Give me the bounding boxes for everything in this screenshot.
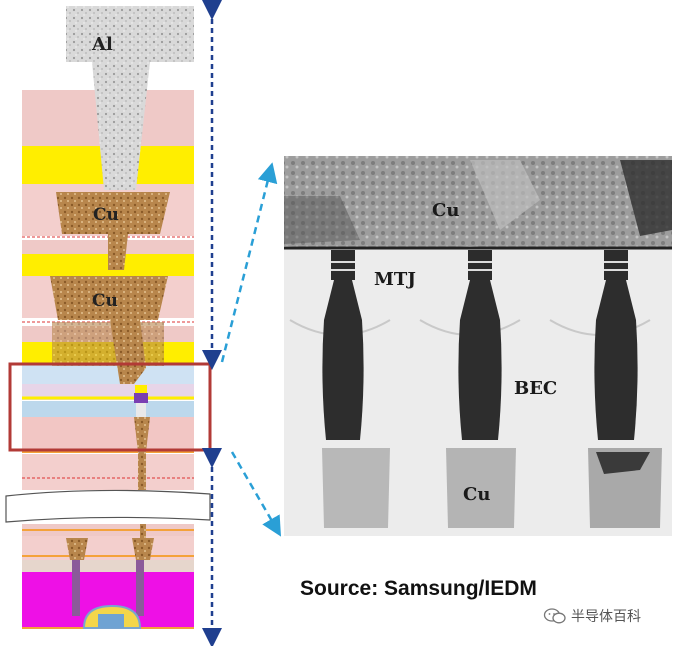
watermark-text: 半导体百科 xyxy=(571,609,641,625)
mtj-bec-pillar-1 xyxy=(322,250,390,528)
cu-label-upper: Cu xyxy=(93,205,119,225)
cu-label-lower: Cu xyxy=(92,291,118,311)
beol-stack: Al Cu Cu xyxy=(5,6,212,629)
bec-label: BEC xyxy=(514,378,557,399)
tem-copper-via-2 xyxy=(446,448,516,528)
tem-copper-top xyxy=(284,156,672,250)
bottom-electrode-contact xyxy=(134,417,150,452)
mtj-bec-pillar-3 xyxy=(588,250,662,528)
zoom-arrow-bottom xyxy=(230,451,282,537)
tem-cu-bottom-label: Cu xyxy=(463,484,490,505)
tem-micrograph: Cu MTJ BEC Cu xyxy=(284,156,672,536)
tem-copper-via-1 xyxy=(322,448,390,528)
mtj-region-layer xyxy=(22,364,194,384)
mtj-highlight-box xyxy=(8,362,212,452)
copper-upper xyxy=(56,192,170,270)
mtj-pillar xyxy=(134,393,148,403)
al-label: Al xyxy=(91,34,113,55)
axis-break-band xyxy=(5,489,211,523)
mtj-label: MTJ xyxy=(374,269,416,290)
wechat-icon xyxy=(543,608,566,624)
mtj-bec-pillar-2 xyxy=(446,250,516,528)
zoom-arrow-top xyxy=(220,162,278,363)
source-caption: Source: Samsung/IEDM xyxy=(300,577,537,600)
watermark: 半导体百科 xyxy=(543,606,641,626)
zoom-arrows xyxy=(220,162,282,537)
tem-cu-top-label: Cu xyxy=(432,200,459,221)
contact-plug xyxy=(136,560,144,616)
contact-plug xyxy=(72,560,80,616)
aluminum-pad xyxy=(66,6,194,190)
